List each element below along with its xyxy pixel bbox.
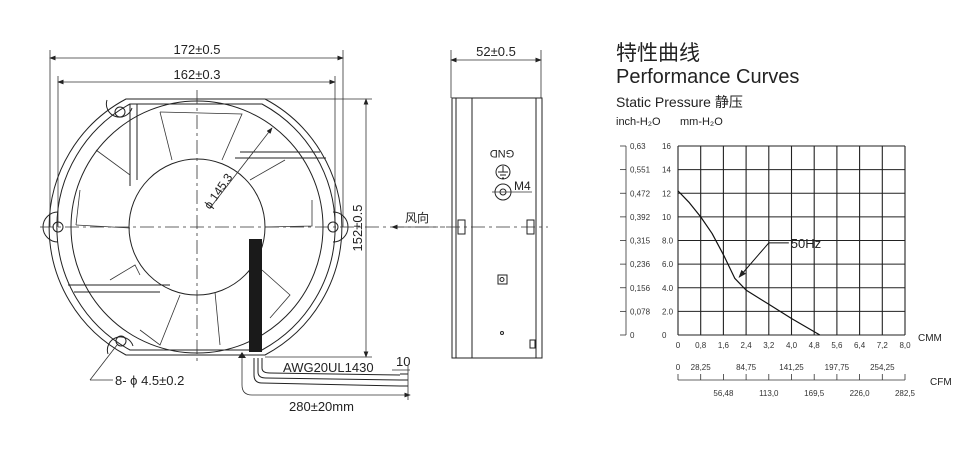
x-tick-label: 0,8 [695,341,707,350]
y-tick-label-inch: 0,078 [630,307,651,316]
y-tick-label-inch: 0,392 [630,213,651,222]
y-tick-label-inch: 0,63 [630,142,646,151]
cfm-tick-label: 254,25 [870,363,895,372]
diameter-label: ϕ 145.3 [201,171,236,212]
unit-inch: inch-H₂O [616,116,661,128]
cfm-tick-label: 84,75 [736,363,757,372]
annotation-arrow [738,242,789,278]
lead-length: 280±20mm [289,399,354,414]
title-en: Performance Curves [616,66,799,88]
y-tick-label: 12 [662,189,671,198]
chart-header: 特性曲线 Performance Curves Static Pressure … [616,42,799,128]
y-tick-label-inch: 0,156 [630,284,651,293]
y-tick-label: 16 [662,142,671,151]
cfm-axis-label: CFM [930,377,952,388]
x-tick-label: 7,2 [877,341,889,350]
dimension-width-outer: 172±0.5 [49,42,344,227]
unit-mm: mm-H₂O [680,116,723,128]
x-tick-label: 5,6 [831,341,843,350]
x-tick-label: 0 [676,341,681,350]
subtitle: Static Pressure 静压 [616,94,743,110]
cfm-tick-label: 169,5 [804,389,825,398]
x-tick-label: 3,2 [763,341,775,350]
y-tick-label: 6.0 [662,260,674,269]
hole-spec-callout: 8- ϕ 4.5±0.2 [89,344,184,388]
y-tick-label: 10 [662,213,671,222]
width-outer-label: 172±0.5 [174,42,221,57]
x-tick-label: 6,4 [854,341,866,350]
y-tick-label-inch: 0 [630,331,635,340]
screw-label: M4 [514,179,531,193]
y-tick-label-inch: 0,472 [630,189,651,198]
x-tick-label: 4,0 [786,341,798,350]
x-axis-label: CMM [918,333,942,344]
dimension-width-holes: 162±0.3 [57,67,336,227]
strip-length: 10 [396,354,410,369]
cfm-tick-label: 56,48 [713,389,734,398]
lead-wire: AWG20UL1430 10 280±20mm [238,239,411,414]
airflow-direction: 风向 [391,210,438,230]
width-holes-label: 162±0.3 [174,67,221,82]
dimension-height: 152±0.5 [265,98,372,358]
x-tick-label: 4,8 [809,341,821,350]
side-view: 52±0.5 GND M4 [446,44,548,359]
gnd-label: GND [490,147,515,159]
cfm-tick-label: 28,25 [691,363,712,372]
cfm-tick-label: 197,75 [825,363,850,372]
cfm-tick-label: 113,0 [759,389,779,398]
annotation-label: 50Hz [791,236,821,251]
y-tick-label-inch: 0,551 [630,166,651,175]
y-tick-label: 14 [662,166,671,175]
cfm-tick-label: 282,5 [895,389,916,398]
depth-label: 52±0.5 [476,44,516,59]
screw-icon [492,183,532,201]
connector-icon [497,274,508,285]
height-label: 152±0.5 [350,205,365,252]
hole-spec: 8- ϕ 4.5±0.2 [115,373,184,388]
airflow-label: 风向 [405,210,429,225]
cfm-tick-label: 141,25 [779,363,804,372]
wire-spec: AWG20UL1430 [283,360,374,375]
cfm-tick-label: 0 [676,363,681,372]
fan-blades [75,111,313,346]
front-view: 172±0.5 162±0.3 [40,42,445,414]
ground-icon [495,164,511,180]
title-cn: 特性曲线 [616,42,700,65]
wire-bundle [249,239,262,352]
y-tick-label: 2.0 [662,307,674,316]
y-tick-label: 8.0 [662,237,674,246]
y-tick-label: 4.0 [662,284,674,293]
x-tick-label: 1,6 [718,341,730,350]
y-tick-label-inch: 0,236 [630,260,651,269]
y-tick-label: 0 [662,331,667,340]
y-tick-label-inch: 0,315 [630,237,651,246]
x-tick-label: 2,4 [741,341,753,350]
cfm-tick-label: 226,0 [850,389,871,398]
x-tick-label: 8,0 [899,341,911,350]
series-line-50hz [677,190,821,336]
diameter-dimension: ϕ 145.3 [201,127,273,212]
